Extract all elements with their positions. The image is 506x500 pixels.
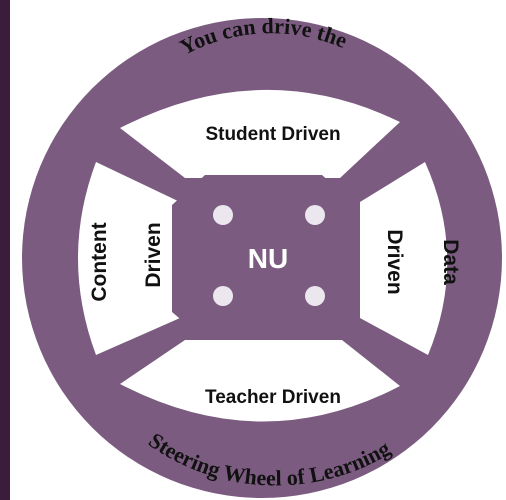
segment-left-inner-label: Driven: [142, 222, 165, 287]
segment-bottom-label: Teacher Driven: [205, 387, 341, 408]
segment-left-opening: [78, 162, 180, 355]
segment-right-opening: [360, 162, 448, 355]
hub-dot-top-left: [213, 205, 233, 225]
segment-bottom-opening: [120, 340, 400, 422]
segment-top-opening: [120, 89, 400, 178]
hub-dot-top-right: [305, 205, 325, 225]
segment-right-inner-label: Driven: [383, 229, 406, 294]
segment-right-outer-label: Data: [439, 239, 462, 285]
hub-dot-bottom-right: [305, 286, 325, 306]
hub-label: NU: [248, 243, 288, 274]
left-edge-bar: [0, 0, 10, 500]
hub-dot-bottom-left: [213, 286, 233, 306]
segment-top-label: Student Driven: [205, 124, 340, 145]
segment-left-outer-label: Content: [88, 222, 111, 301]
